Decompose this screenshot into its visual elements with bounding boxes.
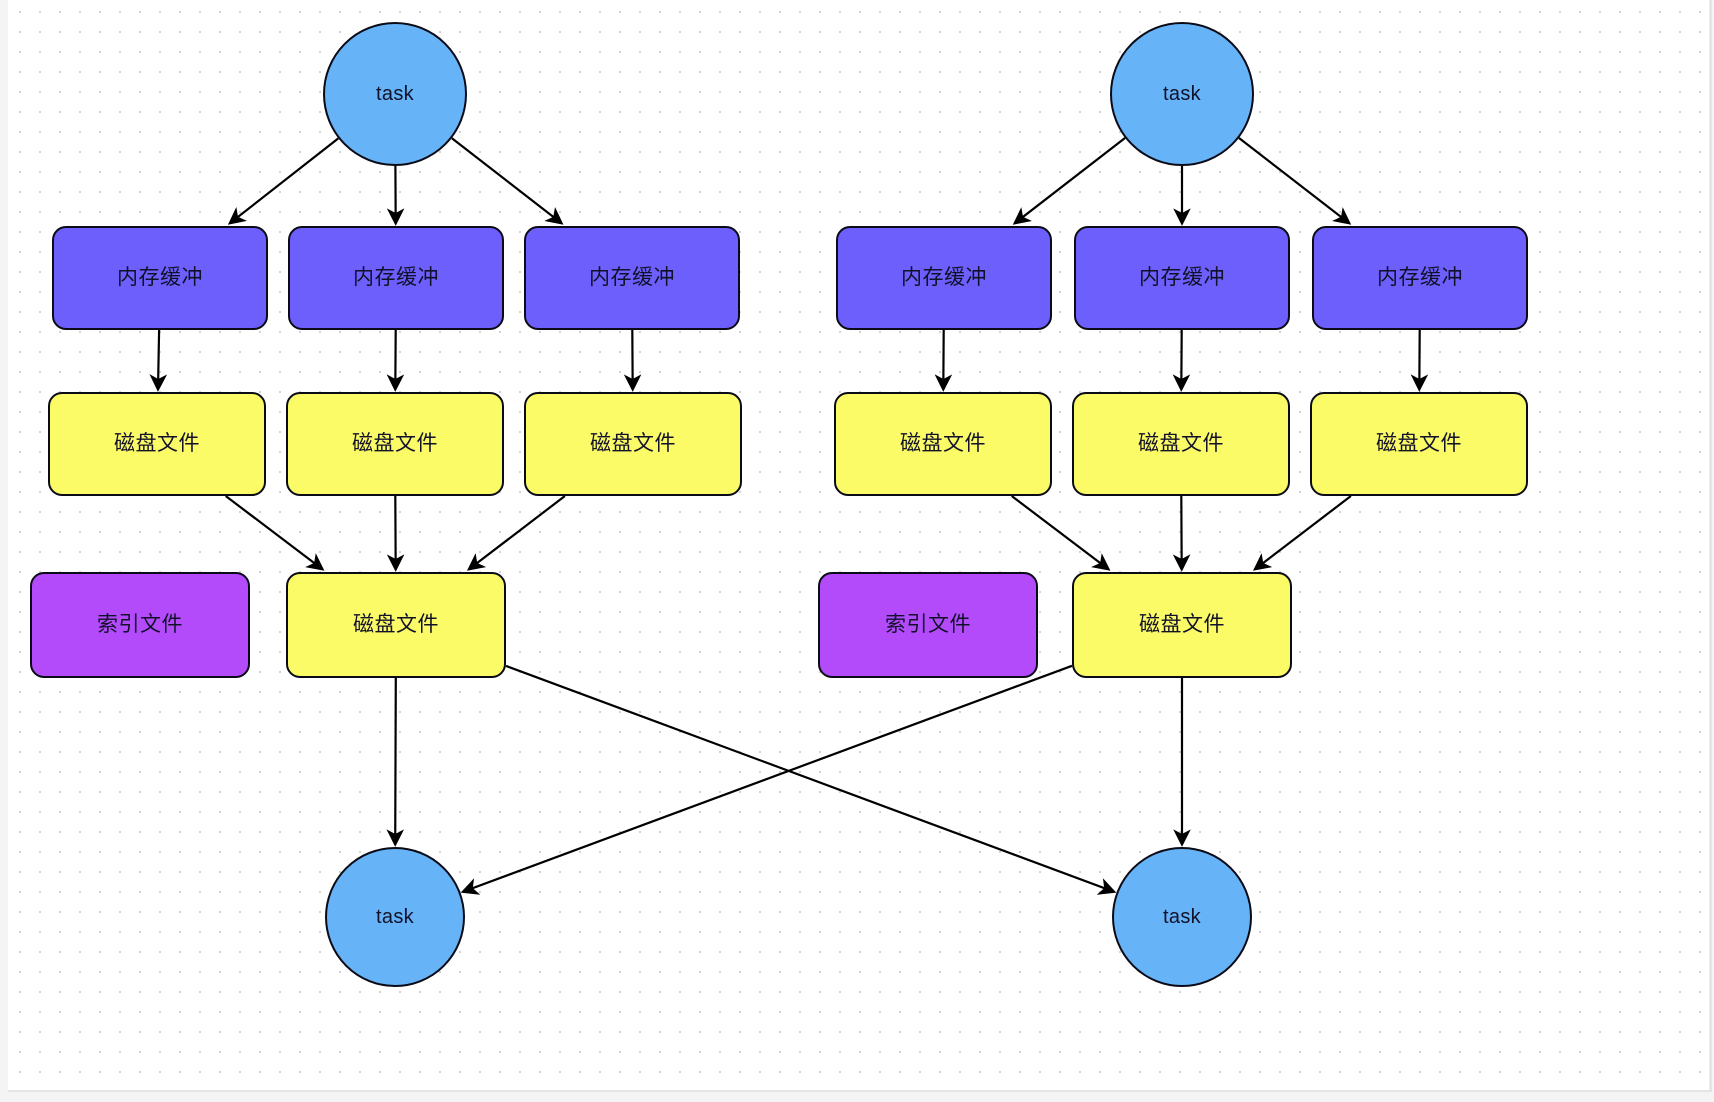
node-taskR[interactable]: task bbox=[1110, 22, 1254, 166]
node-label: 磁盘文件 bbox=[1138, 432, 1224, 456]
node-dskR3[interactable]: 磁盘文件 bbox=[1310, 392, 1528, 496]
node-dskL3[interactable]: 磁盘文件 bbox=[524, 392, 742, 496]
node-label: task bbox=[376, 83, 414, 105]
node-label: 内存缓冲 bbox=[353, 266, 439, 290]
node-mergeR[interactable]: 磁盘文件 bbox=[1072, 572, 1292, 678]
node-label: 内存缓冲 bbox=[117, 266, 203, 290]
node-dskR1[interactable]: 磁盘文件 bbox=[834, 392, 1052, 496]
node-label: 磁盘文件 bbox=[114, 432, 200, 456]
node-idxR[interactable]: 索引文件 bbox=[818, 572, 1038, 678]
node-taskL[interactable]: task bbox=[323, 22, 467, 166]
node-label: 磁盘文件 bbox=[352, 432, 438, 456]
node-memL3[interactable]: 内存缓冲 bbox=[524, 226, 740, 330]
node-label: 磁盘文件 bbox=[590, 432, 676, 456]
node-label: task bbox=[376, 906, 414, 928]
node-label: 内存缓冲 bbox=[901, 266, 987, 290]
node-label: task bbox=[1163, 83, 1201, 105]
node-memL2[interactable]: 内存缓冲 bbox=[288, 226, 504, 330]
node-memR3[interactable]: 内存缓冲 bbox=[1312, 226, 1528, 330]
node-dskL2[interactable]: 磁盘文件 bbox=[286, 392, 504, 496]
node-label: 索引文件 bbox=[97, 613, 183, 637]
node-label: task bbox=[1163, 906, 1201, 928]
node-label: 内存缓冲 bbox=[1139, 266, 1225, 290]
node-idxL[interactable]: 索引文件 bbox=[30, 572, 250, 678]
node-label: 磁盘文件 bbox=[900, 432, 986, 456]
node-dskR2[interactable]: 磁盘文件 bbox=[1072, 392, 1290, 496]
node-label: 磁盘文件 bbox=[1139, 613, 1225, 637]
node-taskB2[interactable]: task bbox=[1112, 847, 1252, 987]
node-memL1[interactable]: 内存缓冲 bbox=[52, 226, 268, 330]
node-memR2[interactable]: 内存缓冲 bbox=[1074, 226, 1290, 330]
node-memR1[interactable]: 内存缓冲 bbox=[836, 226, 1052, 330]
node-label: 索引文件 bbox=[885, 613, 971, 637]
node-label: 内存缓冲 bbox=[589, 266, 675, 290]
node-label: 磁盘文件 bbox=[353, 613, 439, 637]
node-mergeL[interactable]: 磁盘文件 bbox=[286, 572, 506, 678]
node-dskL1[interactable]: 磁盘文件 bbox=[48, 392, 266, 496]
node-label: 磁盘文件 bbox=[1376, 432, 1462, 456]
node-taskB1[interactable]: task bbox=[325, 847, 465, 987]
node-label: 内存缓冲 bbox=[1377, 266, 1463, 290]
diagram-canvas[interactable] bbox=[8, 0, 1712, 1092]
